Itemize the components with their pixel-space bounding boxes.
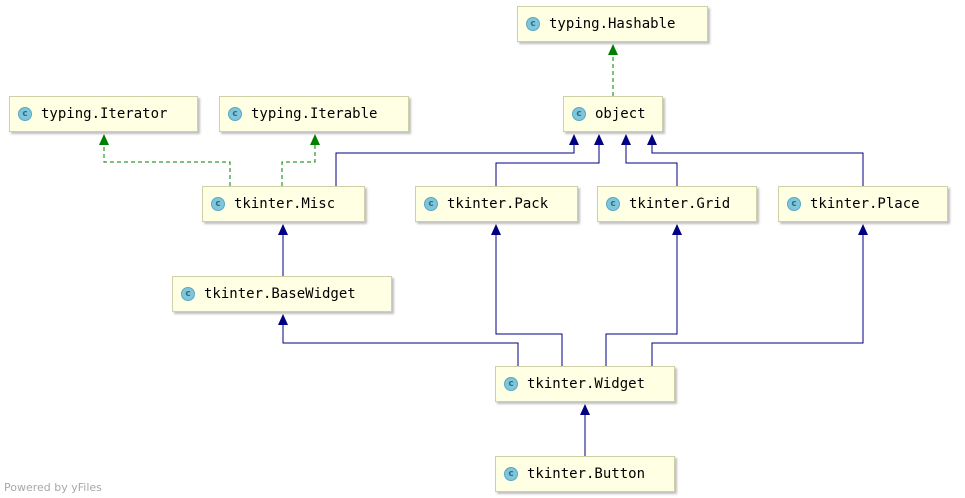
- edge-arrowhead: [491, 224, 501, 235]
- edge-line: [651, 234, 864, 366]
- edge-line: [282, 324, 519, 366]
- class-icon: c: [504, 377, 518, 391]
- edge-arrowhead: [580, 404, 590, 415]
- edge-widget-to-grid: [605, 224, 682, 366]
- node-tkinter-widget[interactable]: c tkinter.Widget: [495, 366, 675, 402]
- node-label: tkinter.Widget: [527, 376, 646, 392]
- node-label: typing.Hashable: [549, 16, 676, 32]
- edge-line: [651, 144, 864, 186]
- node-label: tkinter.Pack: [447, 196, 549, 212]
- edge-line: [103, 144, 231, 186]
- node-tkinter-pack[interactable]: c tkinter.Pack: [415, 186, 578, 222]
- edge-widget-to-basewidget: [278, 314, 519, 366]
- node-label: tkinter.BaseWidget: [204, 286, 356, 302]
- edge-arrowhead: [608, 44, 618, 55]
- class-icon: c: [18, 107, 32, 121]
- node-label: tkinter.Misc: [234, 196, 336, 212]
- edge-arrowhead: [594, 134, 604, 145]
- class-icon: c: [606, 197, 620, 211]
- edge-misc-to-iterator: [99, 134, 231, 186]
- edge-arrowhead: [621, 134, 631, 145]
- edge-arrowhead: [672, 224, 682, 235]
- edge-arrowhead: [858, 224, 868, 235]
- powered-by-footer: Powered by yFiles: [4, 481, 102, 494]
- class-icon: c: [181, 287, 195, 301]
- node-tkinter-place[interactable]: c tkinter.Place: [778, 186, 948, 222]
- edge-place-to-object: [647, 134, 864, 186]
- node-label: tkinter.Button: [527, 466, 646, 482]
- edge-line: [495, 234, 563, 366]
- edge-grid-to-object: [621, 134, 678, 186]
- class-icon: c: [228, 107, 242, 121]
- class-icon: c: [424, 197, 438, 211]
- class-icon: c: [572, 107, 586, 121]
- edge-line: [335, 144, 575, 186]
- edge-pack-to-object: [495, 134, 604, 186]
- class-icon: c: [526, 17, 540, 31]
- edge-button-to-widget: [580, 404, 590, 456]
- edge-line: [495, 144, 600, 186]
- node-typing-hashable[interactable]: c typing.Hashable: [517, 6, 708, 42]
- edge-arrowhead: [99, 134, 109, 145]
- edge-arrowhead: [278, 314, 288, 325]
- node-tkinter-basewidget[interactable]: c tkinter.BaseWidget: [172, 276, 392, 312]
- node-label: typing.Iterable: [251, 106, 378, 122]
- node-typing-iterator[interactable]: c typing.Iterator: [9, 96, 198, 132]
- edge-misc-to-iterable: [281, 134, 320, 186]
- edge-widget-to-pack: [491, 224, 563, 366]
- edge-line: [605, 234, 678, 366]
- edge-arrowhead: [569, 134, 579, 145]
- node-object[interactable]: c object: [563, 96, 663, 132]
- edge-arrowhead: [310, 134, 320, 145]
- class-icon: c: [504, 467, 518, 481]
- node-label: tkinter.Grid: [629, 196, 731, 212]
- edge-line: [281, 144, 316, 186]
- node-label: tkinter.Place: [810, 196, 920, 212]
- edge-arrowhead: [278, 224, 288, 235]
- node-tkinter-button[interactable]: c tkinter.Button: [495, 456, 675, 492]
- edge-misc-to-object: [335, 134, 579, 186]
- node-label: object: [595, 106, 646, 122]
- class-icon: c: [211, 197, 225, 211]
- class-icon: c: [787, 197, 801, 211]
- node-tkinter-grid[interactable]: c tkinter.Grid: [597, 186, 757, 222]
- edge-widget-to-place: [651, 224, 868, 366]
- edge-line: [625, 144, 678, 186]
- edge-object-to-hashable: [608, 44, 618, 96]
- node-label: typing.Iterator: [41, 106, 168, 122]
- node-tkinter-misc[interactable]: c tkinter.Misc: [202, 186, 365, 222]
- node-typing-iterable[interactable]: c typing.Iterable: [219, 96, 409, 132]
- edge-arrowhead: [647, 134, 657, 145]
- edge-basewidget-to-misc: [278, 224, 288, 276]
